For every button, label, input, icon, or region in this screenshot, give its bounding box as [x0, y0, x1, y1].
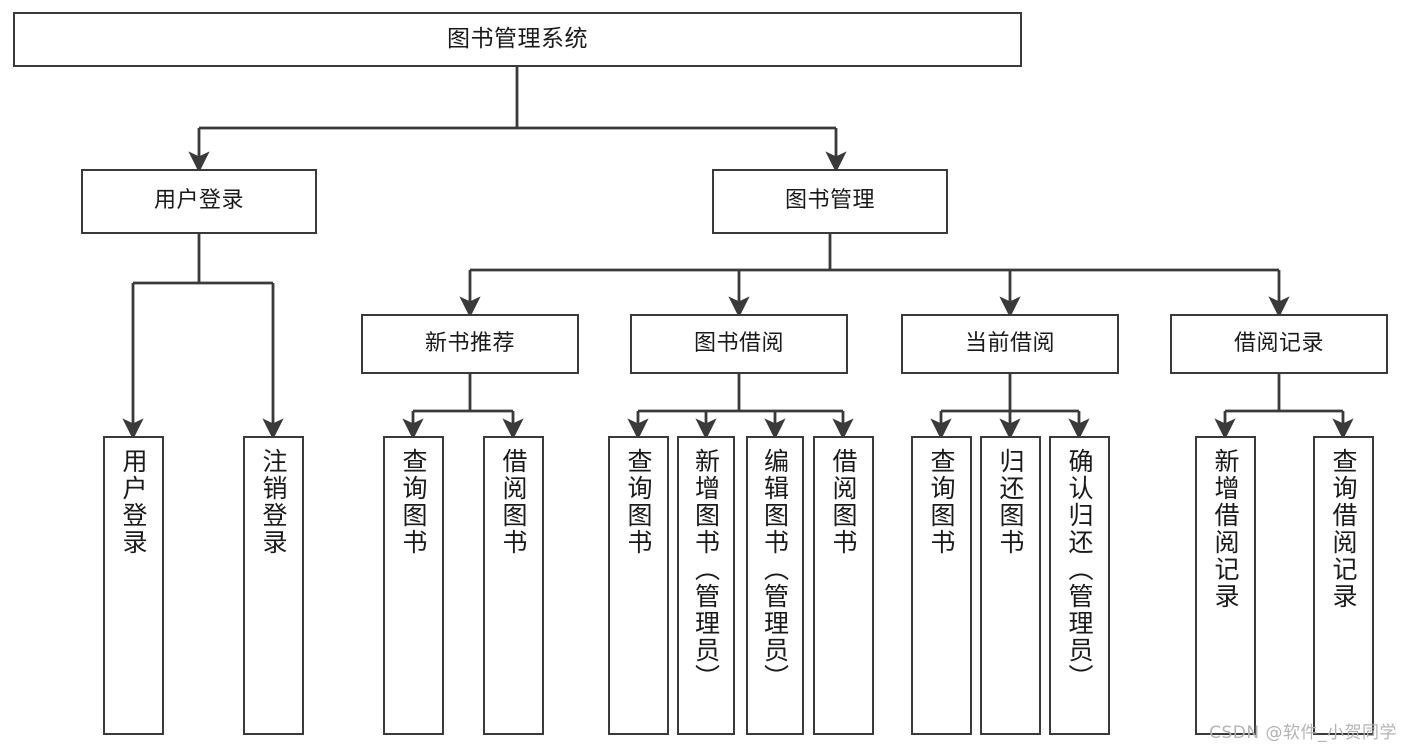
- node-book-manage[interactable]: 图书管理: [712, 169, 948, 234]
- node-current-borrow[interactable]: 当前借阅: [901, 314, 1119, 374]
- node-book-borrow[interactable]: 图书借阅: [630, 314, 848, 374]
- leaf-user-login[interactable]: 用户登录: [103, 436, 164, 735]
- leaf-confirm-return-label: 确认归还（管理员）: [1065, 448, 1094, 691]
- csdn-watermark: CSDN @软件_小贺同学: [1209, 723, 1397, 743]
- leaf-query-book-borrow[interactable]: 查询图书: [608, 436, 669, 735]
- leaf-borrow-book-label: 借阅图书: [829, 448, 858, 556]
- leaf-return-book-label: 归还图书: [996, 448, 1025, 556]
- leaf-user-logout[interactable]: 注销登录: [243, 436, 304, 735]
- node-user-login[interactable]: 用户登录: [81, 169, 317, 234]
- leaf-borrow-book-recommend[interactable]: 借阅图书: [483, 436, 544, 735]
- leaf-return-book[interactable]: 归还图书: [980, 436, 1041, 735]
- leaf-query-borrow-record-label: 查询借阅记录: [1329, 448, 1358, 610]
- leaf-borrow-book-recommend-label: 借阅图书: [499, 448, 528, 556]
- node-user-login-label: 用户登录: [153, 188, 244, 214]
- node-current-borrow-label: 当前借阅: [964, 330, 1055, 356]
- leaf-add-book[interactable]: 新增图书（管理员）: [677, 436, 735, 735]
- leaf-add-borrow-record-label: 新增借阅记录: [1211, 448, 1240, 610]
- leaf-add-book-label: 新增图书（管理员）: [691, 448, 721, 691]
- leaf-add-borrow-record[interactable]: 新增借阅记录: [1195, 436, 1256, 735]
- node-root-label: 图书管理系统: [447, 26, 588, 53]
- leaf-edit-book[interactable]: 编辑图书（管理员）: [746, 436, 804, 735]
- leaf-confirm-return[interactable]: 确认归还（管理员）: [1049, 436, 1110, 735]
- node-borrow-record-label: 借阅记录: [1233, 330, 1324, 356]
- node-new-book-recommend-label: 新书推荐: [424, 330, 515, 356]
- node-book-manage-label: 图书管理: [784, 188, 875, 214]
- leaf-query-book-current[interactable]: 查询图书: [911, 436, 972, 735]
- leaf-query-book-current-label: 查询图书: [927, 448, 956, 556]
- leaf-query-book-recommend[interactable]: 查询图书: [383, 436, 444, 735]
- leaf-user-logout-label: 注销登录: [259, 448, 288, 556]
- leaf-user-login-label: 用户登录: [119, 448, 148, 556]
- leaf-query-book-recommend-label: 查询图书: [399, 448, 428, 556]
- node-book-borrow-label: 图书借阅: [693, 330, 784, 356]
- leaf-borrow-book[interactable]: 借阅图书: [813, 436, 874, 735]
- leaf-query-borrow-record[interactable]: 查询借阅记录: [1313, 436, 1374, 735]
- leaf-edit-book-label: 编辑图书（管理员）: [760, 448, 790, 691]
- node-root-system[interactable]: 图书管理系统: [13, 12, 1022, 67]
- node-borrow-record[interactable]: 借阅记录: [1170, 314, 1388, 374]
- leaf-query-book-borrow-label: 查询图书: [624, 448, 653, 556]
- node-new-book-recommend[interactable]: 新书推荐: [361, 314, 579, 374]
